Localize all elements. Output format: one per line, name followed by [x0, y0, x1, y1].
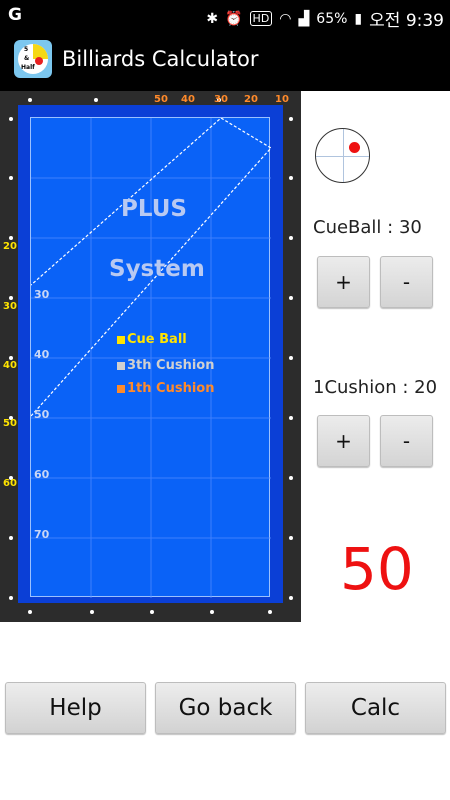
left-rail-30: 30 [3, 301, 17, 312]
legend-3th-cushion: 3th Cushion [117, 358, 214, 373]
cushion-value-label: 1Cushion : 20 [313, 377, 438, 398]
result-value: 50 [340, 535, 414, 603]
table-play-area[interactable]: PLUS System 30 40 50 60 70 Cue Ball 3th … [30, 117, 271, 598]
system-title-line1: PLUS [121, 196, 187, 222]
legend-cue-ball-swatch [117, 335, 125, 344]
hit-point-ball-icon [349, 142, 360, 153]
legend-3th-cushion-swatch [117, 361, 125, 370]
legend-1th-cushion: 1th Cushion [117, 381, 214, 396]
cushion-minus-button[interactable]: - [380, 415, 433, 467]
cueball-hit-point[interactable] [315, 128, 370, 183]
inner-axis-30: 30 [34, 288, 50, 301]
inner-axis-50: 50 [34, 408, 50, 421]
clock: 오전 9:39 [369, 11, 444, 31]
top-rail-20: 20 [244, 94, 258, 105]
calc-button[interactable]: Calc [305, 682, 446, 734]
left-rail-60: 60 [3, 478, 17, 489]
legend-cue-ball-label: Cue Ball [127, 332, 187, 347]
table-grid [31, 118, 271, 598]
app-icon: 5 & Half [14, 40, 52, 78]
help-button[interactable]: Help [5, 682, 146, 734]
top-rail-10: 10 [275, 94, 289, 105]
legend-1th-cushion-swatch [117, 384, 125, 393]
wifi-icon: ◠ [279, 10, 292, 27]
left-rail-20: 20 [3, 241, 17, 252]
battery-percent: 65% [316, 10, 348, 27]
inner-axis-60: 60 [34, 468, 50, 481]
action-bar: 5 & Half Billiards Calculator [0, 30, 450, 91]
alarm-icon: ⏰ [225, 10, 243, 27]
cueball-minus-button[interactable]: - [380, 256, 433, 308]
inner-axis-40: 40 [34, 348, 50, 361]
legend-1th-cushion-label: 1th Cushion [127, 381, 215, 396]
legend-cue-ball: Cue Ball [117, 332, 187, 347]
status-icons: ✱ ⏰ HD ◠ ▟ 65% ▮ 오전 9:39 [206, 6, 444, 32]
left-rail-40: 40 [3, 360, 17, 371]
hd-icon: HD [249, 11, 273, 26]
cushion-plus-button[interactable]: + [317, 415, 370, 467]
battery-icon: ▮ [354, 10, 363, 27]
bluetooth-icon: ✱ [206, 10, 219, 27]
top-rail-50: 50 [154, 94, 168, 105]
top-rail-40: 40 [181, 94, 195, 105]
top-rail-30: 30 [214, 94, 228, 105]
cueball-plus-button[interactable]: + [317, 256, 370, 308]
status-bar: G ✱ ⏰ HD ◠ ▟ 65% ▮ 오전 9:39 [0, 0, 450, 32]
carrier-icon: G [8, 5, 22, 25]
signal-icon: ▟ [298, 10, 310, 27]
go-back-button[interactable]: Go back [155, 682, 296, 734]
app-title: Billiards Calculator [62, 47, 259, 71]
cueball-value-label: CueBall : 30 [313, 217, 422, 238]
legend-3th-cushion-label: 3th Cushion [127, 358, 215, 373]
inner-axis-70: 70 [34, 528, 50, 541]
system-title-line2: System [109, 256, 205, 282]
left-rail-50: 50 [3, 418, 17, 429]
